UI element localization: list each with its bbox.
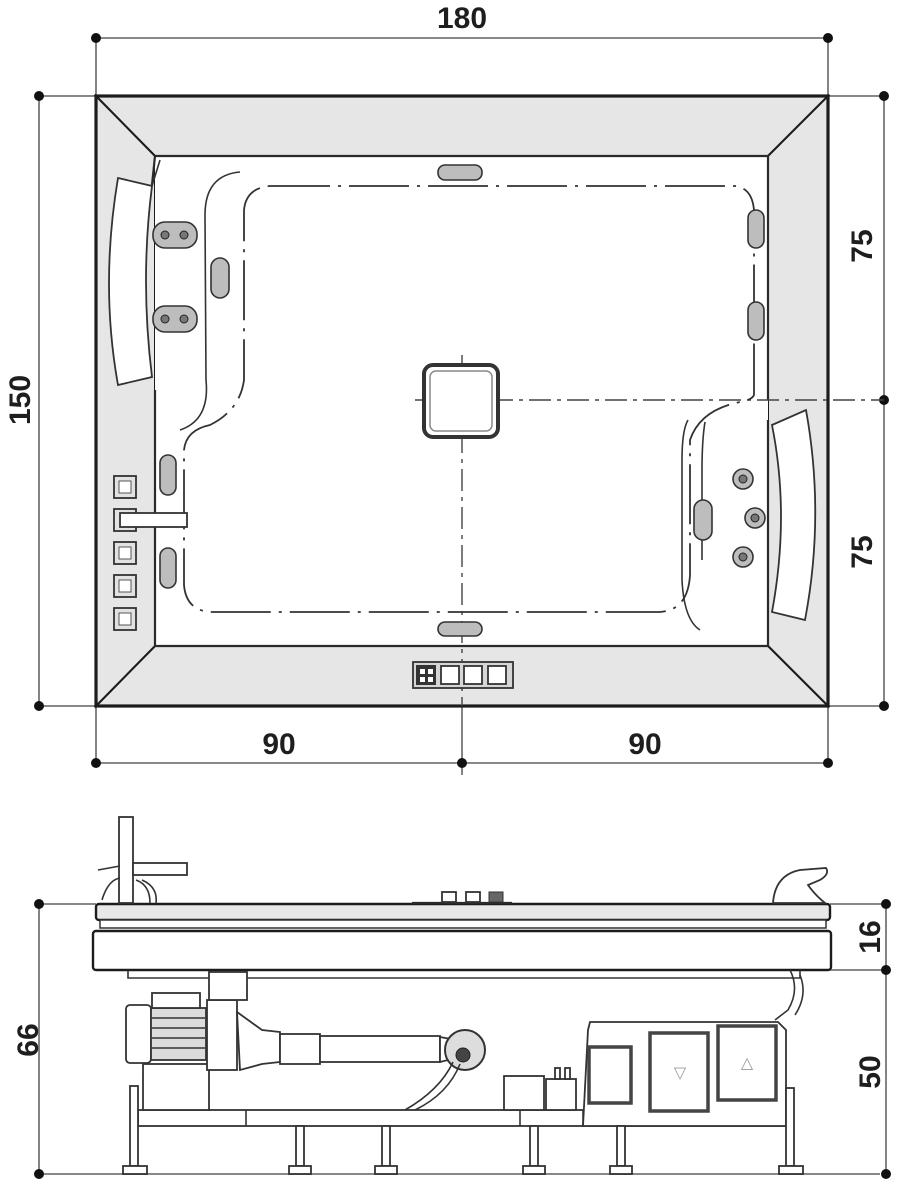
control-button-icon[interactable]	[463, 665, 483, 685]
tub-body-side	[91, 902, 833, 979]
side-top-controls	[412, 891, 512, 905]
suction-pipe-icon	[279, 1029, 486, 1111]
support-foot	[778, 1087, 804, 1175]
dimension-half-widths: 90 90	[91, 706, 833, 775]
dimension-endpoint	[34, 91, 44, 101]
pump-motor-icon	[125, 971, 281, 1111]
side-elevation: 66 16 50	[12, 816, 891, 1179]
dimension-endpoint	[823, 33, 833, 43]
dimension-endpoint	[879, 701, 889, 711]
dimension-label-90-left: 90	[262, 728, 295, 761]
dimension-overall-width: 180	[91, 2, 833, 96]
back-jet-icon	[152, 305, 198, 333]
dimension-endpoint	[879, 91, 889, 101]
left-seat-contour	[179, 171, 241, 431]
headrest-side-icon	[772, 867, 829, 1021]
warning-triangle-icon: △	[741, 1053, 754, 1072]
dimension-half-depths: 75 75	[828, 91, 889, 711]
dimension-label-75-bottom: 75	[846, 535, 879, 568]
dimension-rim-base: 16 50	[830, 899, 891, 1179]
support-foot	[122, 1085, 148, 1175]
dimension-label-75-top: 75	[846, 229, 879, 262]
support-foot	[374, 1125, 398, 1175]
control-button-icon[interactable]	[440, 665, 460, 685]
wall-jet-icon	[437, 164, 483, 181]
headrest-right	[681, 408, 817, 631]
wall-jet-icon	[159, 547, 177, 589]
control-button-icon[interactable]	[487, 665, 507, 685]
wall-jet-icon	[159, 454, 177, 496]
warning-triangle-icon: ▽	[674, 1063, 687, 1082]
support-foot	[288, 1125, 312, 1175]
plan-view: 180 150 75 75	[4, 2, 889, 775]
dimension-label-50: 50	[854, 1055, 887, 1088]
dimension-endpoint	[34, 1169, 44, 1179]
dimension-endpoint	[34, 701, 44, 711]
dimension-label-180: 180	[437, 2, 487, 35]
dimension-endpoint	[457, 758, 467, 768]
back-jets-left	[152, 221, 198, 333]
dimension-label-16: 16	[854, 920, 887, 953]
wall-jet-icon	[437, 621, 483, 637]
dimension-endpoint	[881, 899, 891, 909]
wall-jet-icon	[210, 257, 230, 299]
support-foot	[609, 1125, 633, 1175]
faucet-spout-icon	[119, 512, 188, 528]
dimension-endpoint	[881, 965, 891, 975]
side-control-panel	[113, 475, 188, 631]
dimension-endpoint	[823, 758, 833, 768]
wall-jet-icon	[747, 209, 765, 249]
dimension-label-90-right: 90	[628, 728, 661, 761]
dimension-endpoint	[91, 33, 101, 43]
headrest-left	[108, 159, 161, 387]
dimension-overall-depth: 150	[4, 91, 96, 711]
faucet-icon	[97, 816, 188, 904]
support-foot	[522, 1125, 546, 1175]
back-jets-right	[732, 468, 766, 568]
wall-jet-icon	[693, 499, 713, 541]
dimension-overall-height: 66	[12, 899, 880, 1179]
dimension-label-66: 66	[12, 1023, 45, 1056]
control-box-icon: ▽ △	[582, 1021, 787, 1127]
drain-icon	[422, 363, 500, 439]
blower-icon	[503, 1067, 577, 1111]
support-feet	[122, 1085, 804, 1175]
inner-basin-outline	[183, 185, 755, 613]
wall-jet-icon	[747, 301, 765, 341]
wall-jets	[159, 164, 765, 637]
dimension-endpoint	[34, 899, 44, 909]
back-jet-icon	[152, 221, 198, 249]
front-control-panel	[412, 661, 514, 689]
dimension-endpoint	[91, 758, 101, 768]
dimension-label-150: 150	[4, 375, 37, 425]
dimension-endpoint	[881, 1169, 891, 1179]
